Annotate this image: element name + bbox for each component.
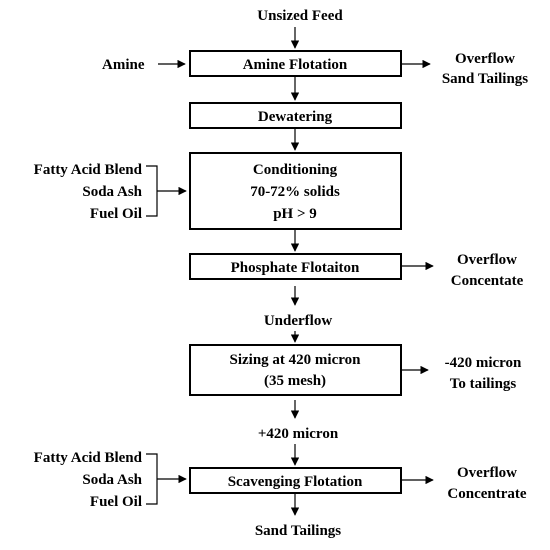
phosphate-flotation-box bbox=[189, 253, 402, 280]
amine-reagent-label: Amine bbox=[102, 57, 145, 73]
coarse-fraction-label: +420 micron bbox=[258, 426, 339, 442]
conditioning-solids: 70-72% solids bbox=[250, 184, 340, 200]
scavenging-overflow-label: Overflow bbox=[457, 465, 517, 481]
sizing-mesh: (35 mesh) bbox=[264, 373, 326, 389]
phosphate-flotation-label: Phosphate Flotaiton bbox=[231, 260, 360, 276]
scavenging-flotation-box bbox=[189, 467, 402, 494]
amine-overflow-label: Overflow bbox=[455, 51, 515, 67]
scavenging-flotation-label: Scavenging Flotation bbox=[228, 474, 363, 490]
feed-label: Unsized Feed bbox=[257, 8, 343, 24]
final-tailings-label: Sand Tailings bbox=[255, 523, 341, 539]
conditioning-reagent-soda-ash: Soda Ash bbox=[82, 184, 142, 200]
conditioning-title: Conditioning bbox=[253, 162, 338, 178]
scavenging-reagent-soda-ash: Soda Ash bbox=[82, 472, 142, 488]
phosphate-concentrate-label: Concentate bbox=[451, 273, 524, 289]
sizing-fines-tailings-label: To tailings bbox=[450, 376, 517, 392]
amine-flotation-label: Amine Flotation bbox=[243, 57, 348, 73]
conditioning-reagent-fuel-oil: Fuel Oil bbox=[90, 206, 142, 222]
conditioning-ph: pH > 9 bbox=[273, 206, 317, 222]
amine-overflow-tailings-label: Sand Tailings bbox=[442, 71, 528, 87]
scavenging-concentrate-label: Concentrate bbox=[447, 486, 526, 502]
scavenging-reagent-bracket bbox=[146, 453, 158, 505]
phosphate-overflow-label: Overflow bbox=[457, 252, 517, 268]
sizing-box bbox=[189, 344, 402, 396]
dewatering-label: Dewatering bbox=[258, 109, 333, 125]
scavenging-reagent-fuel-oil: Fuel Oil bbox=[90, 494, 142, 510]
sizing-title: Sizing at 420 micron bbox=[230, 352, 362, 368]
conditioning-reagent-bracket bbox=[146, 165, 158, 217]
underflow-label: Underflow bbox=[264, 313, 332, 329]
scavenging-reagent-fatty-acid: Fatty Acid Blend bbox=[34, 450, 143, 466]
sizing-fines-label: -420 micron bbox=[445, 355, 522, 371]
conditioning-reagent-fatty-acid: Fatty Acid Blend bbox=[34, 162, 143, 178]
conditioning-box bbox=[189, 152, 402, 230]
